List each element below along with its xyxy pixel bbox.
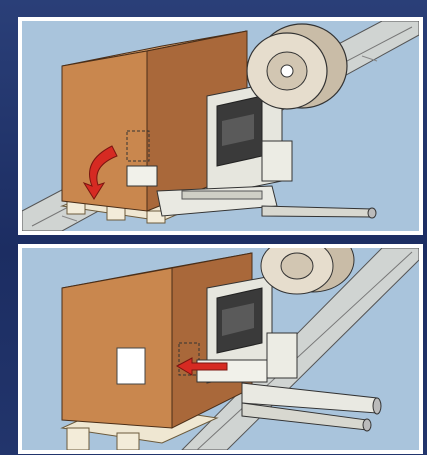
applicator-arm <box>196 359 382 432</box>
applicator-arm <box>126 165 377 219</box>
label-target-outline <box>126 130 150 162</box>
labeling-machine <box>206 275 298 384</box>
label-roll <box>246 23 348 110</box>
panel-step-1 <box>18 17 423 235</box>
curved-arrow-icon <box>82 145 118 200</box>
labeling-machine <box>206 80 293 197</box>
label-target-outline <box>178 342 200 376</box>
panel-step-2 <box>18 244 423 454</box>
panel-1-illustration <box>22 21 419 231</box>
applied-label <box>116 347 146 385</box>
label-roll <box>260 248 355 295</box>
conveyor <box>181 248 419 450</box>
panel-2-illustration <box>22 248 419 450</box>
straight-arrow-icon <box>175 357 228 376</box>
